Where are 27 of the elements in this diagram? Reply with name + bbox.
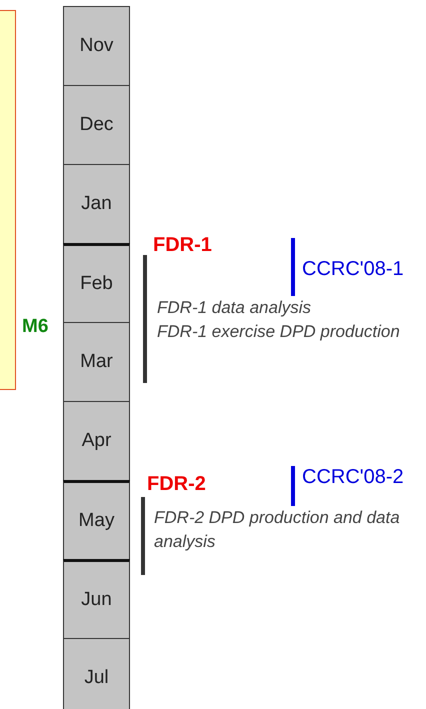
month-cell — [63, 638, 130, 709]
month-name: Jul — [84, 667, 109, 689]
month-cell — [63, 322, 130, 402]
task-text: FDR-2 DPD production and data analysis — [154, 507, 401, 553]
task-text: FDR-1 exercise DPD production — [157, 322, 400, 342]
phase-title: FDR-1 — [153, 234, 212, 257]
month-cell — [63, 6, 130, 86]
phase-title: CCRC'08-1 — [302, 258, 404, 281]
month-name: Apr — [82, 430, 112, 452]
phase-title: FDR-2 — [147, 473, 206, 496]
milestone-label: M6 — [22, 316, 48, 338]
month-cell — [63, 401, 130, 481]
month-name: Dec — [80, 114, 114, 136]
month-name: Mar — [80, 351, 113, 373]
month-name: Nov — [80, 35, 114, 57]
month-cell — [63, 243, 130, 323]
month-cell — [63, 164, 130, 244]
month-cell — [63, 559, 130, 639]
task-text: FDR-1 data analysis — [157, 298, 312, 318]
month-cell — [63, 480, 130, 560]
month-cell — [63, 85, 130, 165]
month-name: May — [78, 510, 114, 532]
month-name: Jan — [81, 193, 112, 215]
phase-title: CCRC'08-2 — [302, 466, 404, 489]
highlight-box — [0, 10, 16, 390]
month-name: Jun — [81, 589, 112, 611]
month-name: Feb — [80, 273, 113, 295]
